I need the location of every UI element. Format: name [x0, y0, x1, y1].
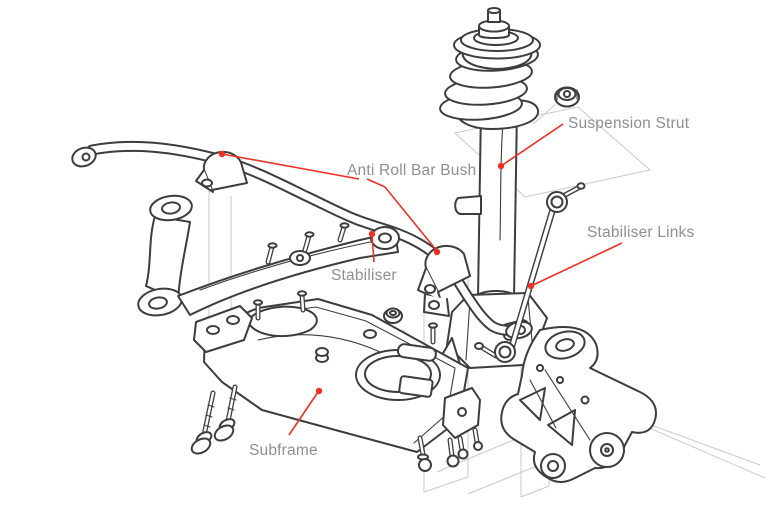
leader-anti-roll-bar-bush-right	[366, 178, 438, 252]
mounting-bolts-drawing	[190, 384, 238, 455]
label-stabiliser: Stabiliser	[331, 267, 397, 284]
leader-dot	[315, 387, 323, 395]
leader-dot	[497, 162, 505, 170]
strut-top-nut-drawing	[554, 86, 580, 108]
leader-subframe	[288, 391, 319, 436]
part-labels: Suspension Strut Anti Roll Bar Bush Stab…	[249, 115, 694, 459]
label-subframe: Subframe	[249, 442, 318, 459]
subframe-drawing	[193, 290, 483, 472]
anti-roll-bar-bush-left-drawing	[195, 150, 248, 193]
leader-dot	[433, 248, 441, 256]
knuckle-bracket-drawing	[500, 326, 657, 483]
label-stabiliser-links: Stabiliser Links	[587, 224, 694, 241]
leader-anti-roll-bar-bush-left	[221, 153, 360, 180]
subframe-nut-drawing	[383, 307, 403, 324]
leader-dot	[218, 150, 226, 158]
anti-roll-bar-bush-right-drawing	[417, 244, 471, 317]
leader-stabiliser	[371, 234, 375, 263]
label-suspension-strut: Suspension Strut	[568, 115, 690, 132]
leader-suspension-strut	[500, 123, 564, 167]
control-arm-drawing	[137, 194, 400, 317]
leader-dot	[527, 282, 535, 290]
label-anti-roll-bar-bush: Anti Roll Bar Bush	[347, 162, 476, 179]
leader-lines	[218, 123, 623, 436]
leader-stabiliser-links	[530, 242, 623, 287]
stabiliser-link-drawing	[474, 182, 586, 363]
leader-dot	[368, 230, 376, 238]
